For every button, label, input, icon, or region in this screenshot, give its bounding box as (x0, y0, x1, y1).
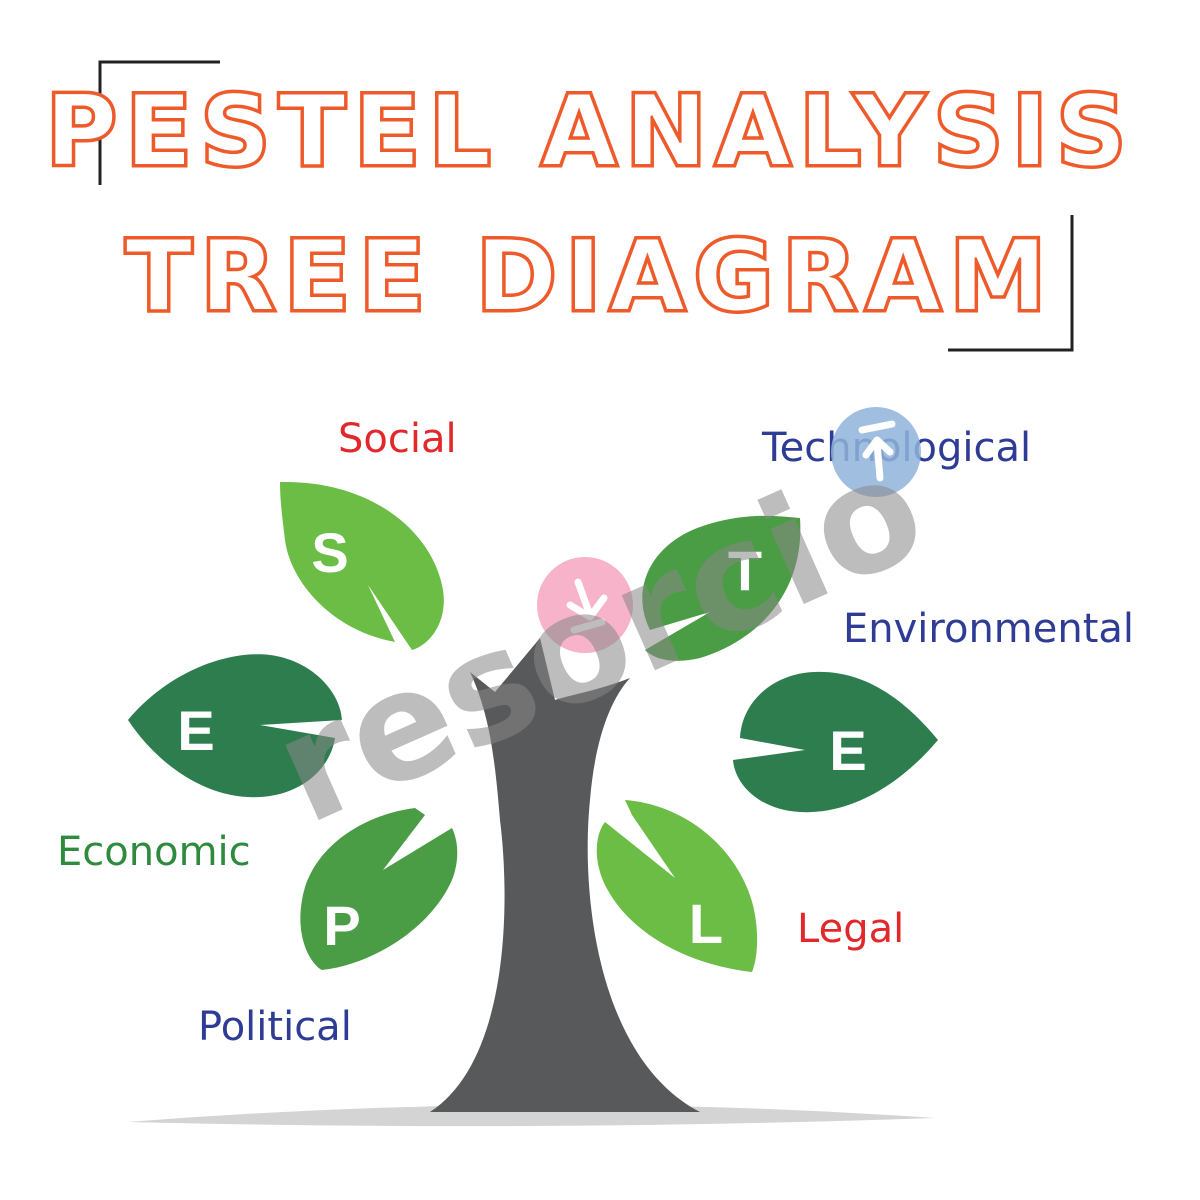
leaf-letter-e-environmental: E (829, 719, 866, 782)
leaf-legal: L (596, 800, 758, 972)
leaf-letter-s: S (311, 521, 348, 584)
label-social: Social (338, 416, 457, 462)
title-line-1-inline: PESTEL ANALYSIS (45, 75, 1134, 189)
leaf-p-shape (300, 808, 458, 970)
leaf-letter-e-economic: E (177, 699, 214, 762)
title-line-1: PESTEL ANALYSIS (45, 75, 1134, 189)
label-environmental: Environmental (843, 606, 1134, 652)
leaf-e-left-shape (128, 654, 342, 798)
leaf-environmental: E (733, 671, 938, 813)
leaf-letter-p: P (323, 894, 360, 957)
title-line-2-inline: TREE DIAGRAM (125, 220, 1054, 334)
leaf-technological: T (642, 515, 801, 661)
tree-trunk (430, 638, 700, 1112)
label-political: Political (198, 1004, 352, 1050)
leaf-e-right-shape (733, 671, 938, 813)
leaf-letter-t: T (728, 539, 762, 602)
ground-shadow (128, 1104, 935, 1127)
upload-arrow-icon (858, 420, 896, 482)
title-line-2: TREE DIAGRAM (125, 220, 1054, 334)
leaf-economic: E (128, 654, 342, 798)
label-legal: Legal (797, 906, 904, 952)
leaf-social: S (280, 481, 444, 650)
label-economic: Economic (57, 829, 251, 875)
download-arrow-icon (566, 578, 608, 634)
leaf-political: P (300, 808, 458, 970)
leaf-l-shape (596, 800, 758, 972)
title-frame (98, 60, 1074, 352)
leaf-t-shape (642, 515, 801, 661)
leaf-letter-l: L (689, 892, 723, 955)
leaf-s-shape (280, 481, 444, 650)
